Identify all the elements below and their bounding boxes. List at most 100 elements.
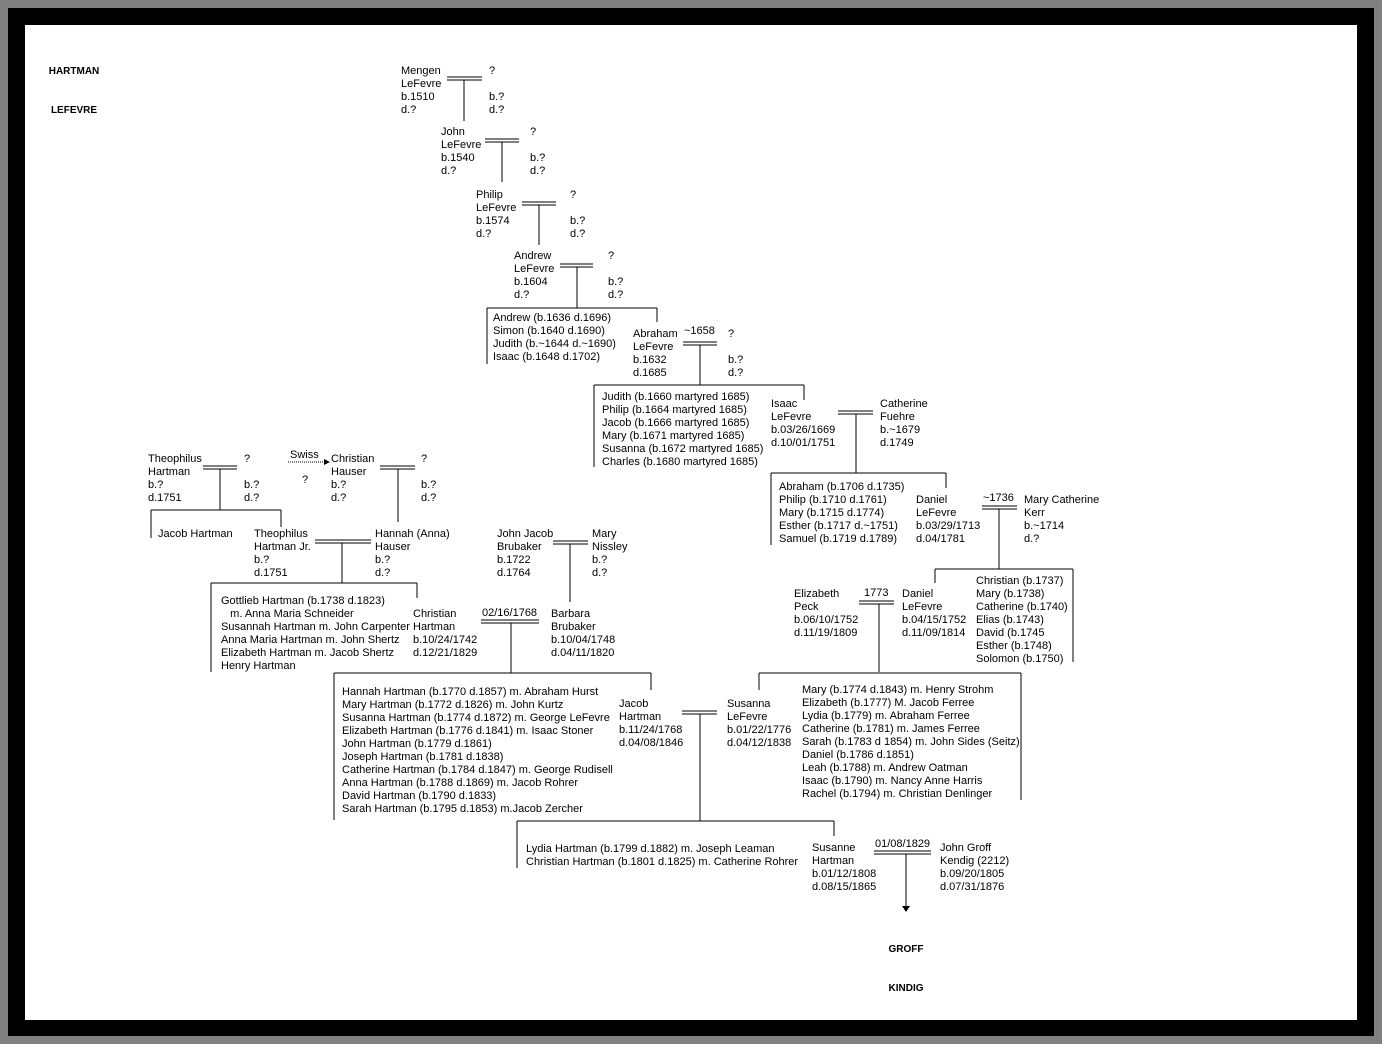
child-entry: David (b.1745 bbox=[976, 627, 1045, 639]
person-detail: LeFevre bbox=[902, 601, 943, 613]
person-detail: LeFevre bbox=[727, 711, 768, 723]
person-detail: b.? bbox=[570, 215, 586, 227]
child-entry: Sarah (b.1783 d 1854) m. John Sides (Sei… bbox=[802, 736, 1020, 748]
person-detail: d.? bbox=[514, 289, 530, 301]
person-detail: d.1751 bbox=[148, 492, 182, 504]
child-entry: Elias (b.1743) bbox=[976, 614, 1044, 626]
person-detail: d.? bbox=[441, 165, 457, 177]
child-entry: Anna Maria Hartman m. John Shertz bbox=[221, 634, 400, 646]
person-detail: d.? bbox=[489, 104, 505, 116]
child-entry: Jacob (b.1666 martyred 1685) bbox=[602, 417, 750, 429]
person-detail: b.06/10/1752 bbox=[794, 614, 859, 626]
person-detail: d.08/15/1865 bbox=[812, 881, 877, 893]
children-list-daniel-sr-children: Christian (b.1737)Mary (b.1738)Catherine… bbox=[976, 575, 1068, 666]
child-entry: Andrew (b.1636 d.1696) bbox=[493, 312, 612, 324]
person-detail: d.? bbox=[401, 104, 417, 116]
person-detail: d.? bbox=[421, 492, 437, 504]
child-entry: Abraham (b.1706 d.1735) bbox=[779, 481, 905, 493]
child-entry: Judith (b.1660 martyred 1685) bbox=[602, 391, 750, 403]
child-entry: Judith (b.~1644 d.~1690) bbox=[493, 338, 616, 350]
child-entry: Mary (b.1671 martyred 1685) bbox=[602, 430, 745, 442]
children-list-jacob-children: Lydia Hartman (b.1799 d.1882) m. Joseph … bbox=[526, 843, 798, 869]
person-detail: b.? bbox=[244, 479, 260, 491]
child-entry: David Hartman (b.1790 d.1833) bbox=[342, 790, 497, 802]
person-name: ? bbox=[570, 189, 577, 201]
person-detail: b.~1679 bbox=[880, 424, 921, 436]
person-detail: b.1722 bbox=[497, 554, 531, 566]
person-detail: b.10/04/1748 bbox=[551, 634, 616, 646]
child-entry: Christian (b.1737) bbox=[976, 575, 1064, 587]
person-name: Mengen bbox=[401, 65, 441, 77]
person-detail bbox=[728, 341, 743, 354]
person-detail: d.? bbox=[331, 492, 347, 504]
person-detail: LeFevre bbox=[633, 341, 674, 353]
child-entry: Charles (b.1680 martyred 1685) bbox=[602, 456, 758, 468]
child-entry: Anna Hartman (b.1788 d.1869) m. Jacob Ro… bbox=[342, 777, 579, 789]
person-detail bbox=[489, 78, 504, 91]
person-detail: d.04/1781 bbox=[916, 533, 965, 545]
person-name: ? bbox=[608, 250, 615, 262]
person-detail: b.? bbox=[331, 479, 347, 491]
person-detail: d.11/19/1809 bbox=[794, 627, 858, 639]
child-entry: Susannah Hartman m. John Carpenter bbox=[221, 621, 410, 633]
child-entry: Isaac (b.1648 d.1702) bbox=[493, 351, 601, 363]
person-detail: b.? bbox=[592, 554, 608, 566]
person-name: Catherine bbox=[880, 398, 928, 410]
person-andrew-spouse: ? b.?d.? bbox=[608, 250, 623, 302]
child-entry: Esther (b.1717 d.~1751) bbox=[779, 520, 898, 532]
person-name: Mary Catherine bbox=[1024, 494, 1100, 506]
person-detail: b.1540 bbox=[441, 152, 475, 164]
person-detail: Hartman Jr. bbox=[254, 541, 311, 553]
descendant-link-groff-kindig[interactable]: GROFF KINDIG bbox=[878, 917, 934, 1021]
child-entry: Lydia Hartman (b.1799 d.1882) m. Joseph … bbox=[526, 843, 775, 855]
person-name: Christian bbox=[331, 453, 375, 465]
child-entry: Christian Hartman (b.1801 d.1825) m. Cat… bbox=[526, 856, 799, 868]
person-name: Christian bbox=[413, 608, 457, 620]
person-detail: LeFevre bbox=[476, 202, 517, 214]
person-detail: d.? bbox=[570, 228, 586, 240]
child-entry: Mary (b.1774 d.1843) m. Henry Strohm bbox=[802, 684, 994, 696]
child-entry: Susanna Hartman (b.1774 d.1872) m. Georg… bbox=[342, 712, 610, 724]
person-name: Susanna bbox=[727, 698, 771, 710]
person-name: John Jacob bbox=[497, 528, 554, 540]
person-name: John Groff bbox=[940, 842, 992, 854]
person-detail: Nissley bbox=[592, 541, 628, 553]
person-name: Susanne bbox=[812, 842, 856, 854]
person-detail: d.? bbox=[728, 367, 744, 379]
child-entry: Philip (b.1664 martyred 1685) bbox=[602, 404, 747, 416]
marriage-date: ~1658 bbox=[684, 325, 715, 337]
person-name: ? bbox=[728, 328, 735, 340]
person-detail bbox=[244, 466, 259, 479]
person-detail: d.? bbox=[375, 567, 391, 579]
person-detail: b.~1714 bbox=[1024, 520, 1065, 532]
migration-arrow-head bbox=[324, 459, 330, 465]
person-detail: d.? bbox=[592, 567, 608, 579]
person-name: Elizabeth bbox=[794, 588, 840, 600]
child-entry: Mary (b.1738) bbox=[976, 588, 1045, 600]
person-name: John bbox=[441, 126, 465, 138]
child-entry: Elizabeth (b.1777) M. Jacob Ferree bbox=[802, 697, 975, 709]
person-name: Mary bbox=[592, 528, 617, 540]
person-detail: d.? bbox=[476, 228, 492, 240]
child-entry: Catherine Hartman (b.1784 d.1847) m. Geo… bbox=[342, 764, 613, 776]
person-name: Jacob bbox=[619, 698, 649, 710]
person-detail: Brubaker bbox=[551, 621, 596, 633]
person-name: Abraham bbox=[633, 328, 678, 340]
child-entry: Daniel (b.1786 d.1851) bbox=[802, 749, 914, 761]
chart-sheet bbox=[25, 25, 1357, 1020]
child-entry: Catherine (b.1740) bbox=[976, 601, 1068, 613]
person-detail: d.04/12/1838 bbox=[727, 737, 792, 749]
child-entry: Susanna (b.1672 martyred 1685) bbox=[602, 443, 764, 455]
